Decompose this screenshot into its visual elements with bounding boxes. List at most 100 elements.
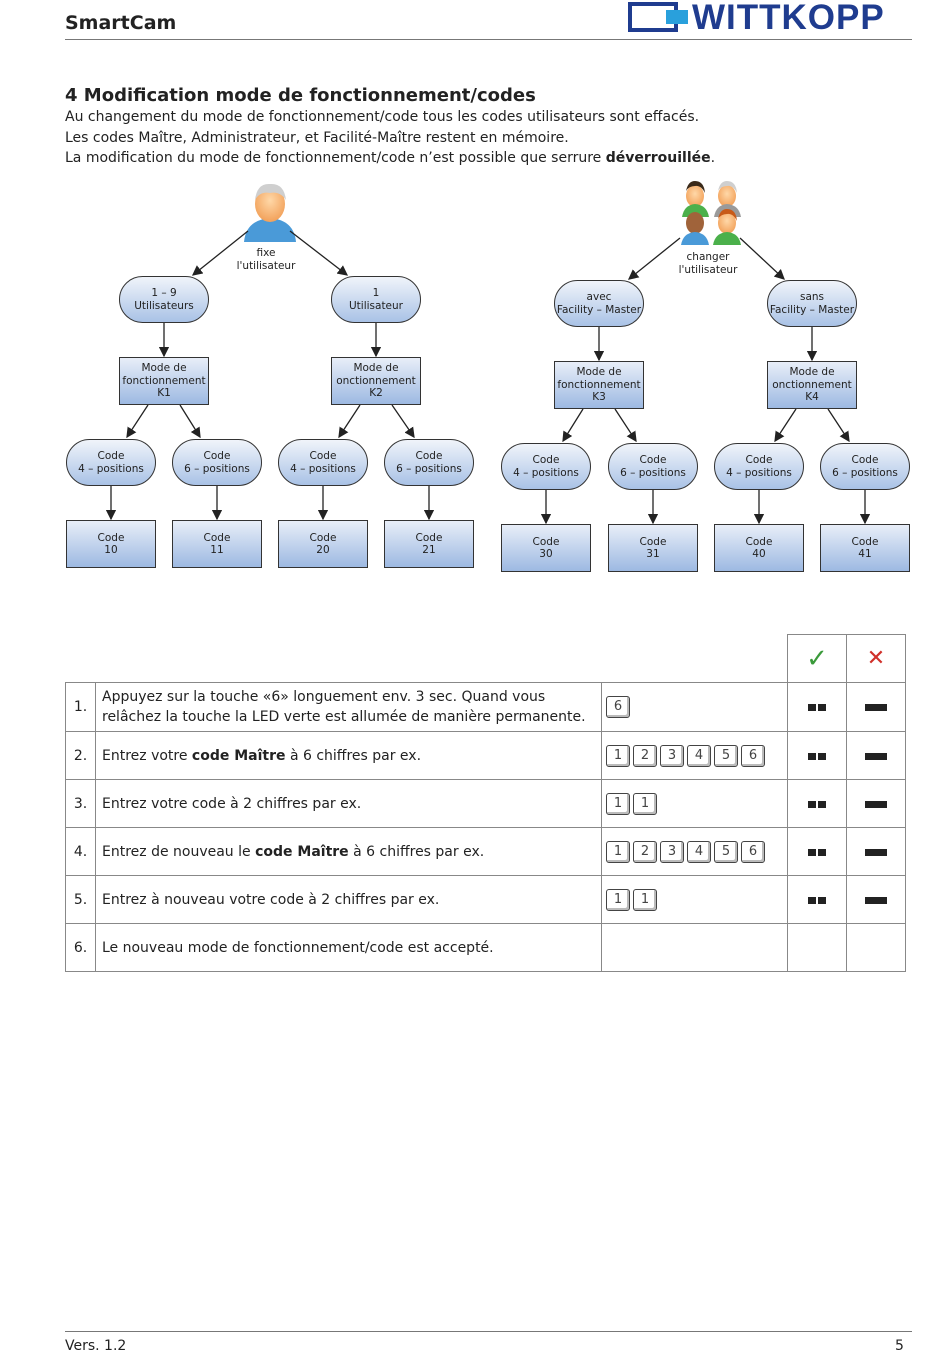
node-line: 4 – positions xyxy=(513,466,579,479)
keypad-key-icon: 1 xyxy=(606,792,630,815)
steps-table: ✓ ✕ 1.Appuyez sur la touche «6» longueme… xyxy=(65,634,906,972)
node-line: 10 xyxy=(104,544,118,556)
node-line: Code xyxy=(97,531,125,544)
wittkopp-logo: WITTKOPP xyxy=(628,0,912,37)
intro-line-3-end: . xyxy=(710,150,716,166)
intro-line-3-bold: déverrouillée xyxy=(605,150,711,166)
intro-line-2: Les codes Maître, Administrateur, et Fac… xyxy=(65,130,569,146)
keypad-key-icon: 6 xyxy=(741,840,765,863)
header-spacer xyxy=(66,635,788,683)
step-row: 2. Entrez votre code Maître à 6 chiffres… xyxy=(65,731,906,780)
led-steady-icon xyxy=(865,896,887,904)
node-line: Code xyxy=(745,535,773,548)
node-line: Code xyxy=(639,535,667,548)
node-line: fonctionnement xyxy=(557,378,641,391)
node-line: 4 – positions xyxy=(290,462,356,475)
keypad-key-icon: 1 xyxy=(633,888,657,911)
node-line: Mode de xyxy=(576,366,622,379)
fail-indicator-cell xyxy=(846,923,906,972)
keypad-key-icon: 3 xyxy=(660,840,684,863)
led-blink-icon xyxy=(807,796,827,812)
node-line: Code xyxy=(532,454,560,466)
node-line: Code xyxy=(97,450,125,462)
step-number: 6. xyxy=(65,923,96,972)
step-number: 3. xyxy=(65,779,96,828)
node-line: 6 – positions xyxy=(620,466,686,479)
node-line: K4 xyxy=(805,391,819,404)
keypad-key-icon: 6 xyxy=(606,696,630,718)
logo-text: WITTKOPP xyxy=(692,0,885,37)
node-line: 6 – positions xyxy=(184,462,250,475)
step-instruction: Entrez votre code à 2 chiffres par ex. xyxy=(95,779,602,828)
ok-indicator-cell xyxy=(787,731,847,780)
keypad-key-icon: 6 xyxy=(741,744,765,767)
led-steady-icon xyxy=(865,848,887,856)
single-user-icon xyxy=(244,183,296,242)
right-caption-line-2: l'utilisateur xyxy=(678,263,738,276)
keypad-key-icon: 5 xyxy=(714,840,738,863)
keypad-sequence: 6 xyxy=(601,682,788,732)
keypad-key-icon: 2 xyxy=(633,744,657,767)
fail-indicator-cell xyxy=(846,827,906,876)
step-instruction: Entrez à nouveau votre code à 2 chiffres… xyxy=(95,875,602,924)
keypad-key-icon: 4 xyxy=(687,744,711,767)
keypad-key-icon: 1 xyxy=(606,840,630,863)
node-line: onctionnement xyxy=(772,378,852,391)
instruction-text: Entrez votre code à 2 chiffres par ex. xyxy=(102,795,362,812)
footer-version: Vers. 1.2 xyxy=(65,1338,127,1354)
left-caption-line-2: l'utilisateur xyxy=(236,259,296,272)
step-instruction: Appuyez sur la touche «6» longuement env… xyxy=(95,682,602,732)
user-group-icon xyxy=(681,181,741,245)
fail-indicator-cell xyxy=(846,779,906,828)
led-steady-icon xyxy=(865,704,887,711)
node-line: K2 xyxy=(369,387,383,400)
keypad-key-icon: 5 xyxy=(714,744,738,767)
instruction-emphasis: code Maître xyxy=(191,747,286,764)
step-instruction: Entrez votre code Maître à 6 chiffres pa… xyxy=(95,731,602,780)
node-line: 21 xyxy=(422,544,436,556)
footer-divider xyxy=(65,1331,912,1332)
mode-flow-diagram: fixe l'utilisateur changer l'utilisateur… xyxy=(0,175,950,595)
right-caption: changer l'utilisateur xyxy=(668,251,748,276)
node-line: Mode de xyxy=(353,362,399,375)
intro-line-3: La modification du mode de fonctionnemen… xyxy=(65,148,715,168)
step-instruction: Entrez de nouveau le code Maître à 6 chi… xyxy=(95,827,602,876)
cross-icon: ✕ xyxy=(866,646,886,671)
node-line: 20 xyxy=(316,544,330,556)
keypad-key-icon: 1 xyxy=(606,744,630,767)
instruction-text: Entrez votre xyxy=(102,747,192,764)
keypad-key-icon: 2 xyxy=(633,840,657,863)
node-line: onctionnement xyxy=(336,374,416,387)
header-title: SmartCam xyxy=(65,12,177,34)
ok-indicator-cell xyxy=(787,779,847,828)
node-line: sans xyxy=(799,291,825,303)
node-line: Code xyxy=(851,535,879,548)
step-row: 4.Entrez de nouveau le code Maître à 6 c… xyxy=(65,827,906,876)
instruction-emphasis: code Maître xyxy=(255,843,349,860)
step-number: 4. xyxy=(65,827,96,876)
node-line: 31 xyxy=(646,548,660,560)
node-line: Code xyxy=(851,454,879,466)
instruction-text: Entrez de nouveau le xyxy=(102,843,256,860)
step-number: 1. xyxy=(65,682,96,732)
node-line: Code xyxy=(639,454,667,466)
keypad-key-icon: 3 xyxy=(660,744,684,767)
node-line: 41 xyxy=(858,548,872,560)
fail-indicator-cell xyxy=(846,682,906,732)
step-row: 5.Entrez à nouveau votre code à 2 chiffr… xyxy=(65,875,906,924)
